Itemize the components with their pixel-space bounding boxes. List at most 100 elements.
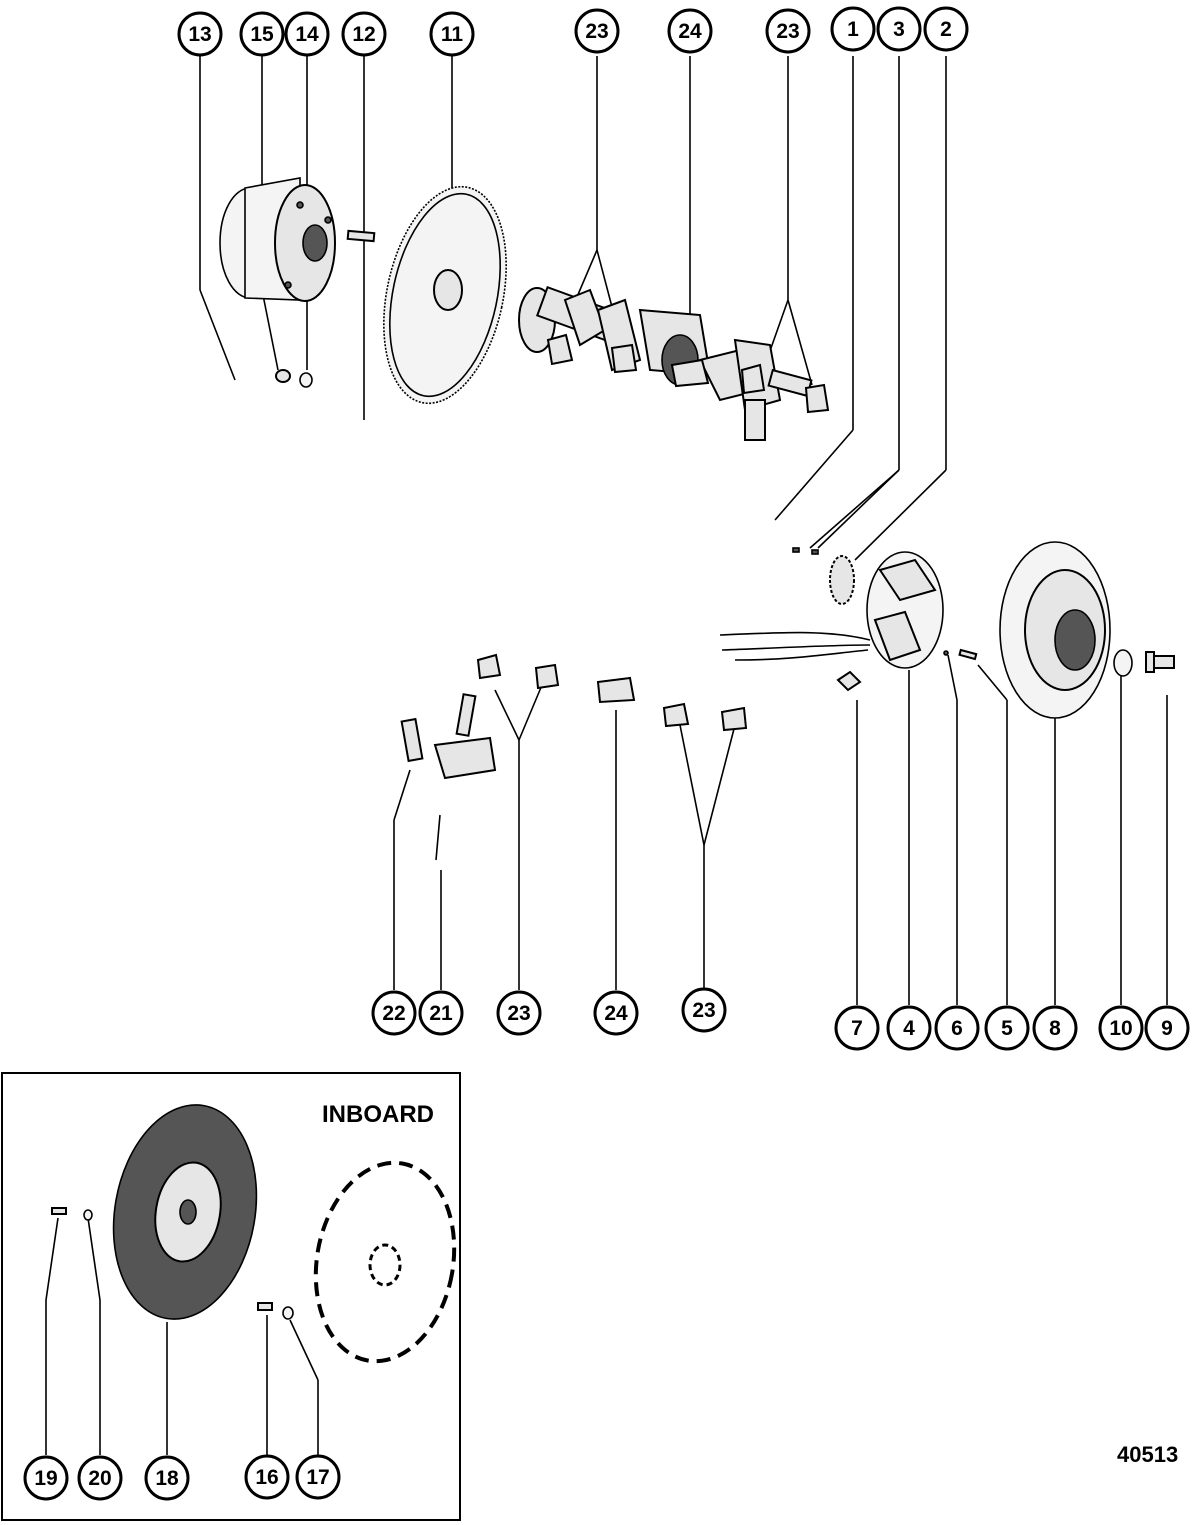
callout-circle	[1144, 1005, 1190, 1051]
lower-bearing-inserts	[476, 653, 748, 732]
nut-and-washer-parts	[275, 369, 313, 388]
bolt-and-washer-parts-inset	[51, 1207, 93, 1221]
callout-8: 8	[1032, 1005, 1078, 1051]
callout-22: 22	[371, 990, 417, 1036]
callout-number: 16	[255, 1466, 278, 1489]
pin-parts	[943, 648, 978, 661]
leader-lines	[45, 56, 1168, 1455]
flywheel-part	[383, 185, 507, 405]
callout-5: 5	[984, 1005, 1030, 1051]
flywheel-outline-part	[313, 1160, 457, 1364]
callout-circle	[177, 11, 223, 57]
inboard-inset: INBOARD	[1, 1072, 461, 1521]
callout-circle	[984, 1005, 1030, 1051]
callout-number: 9	[1161, 1017, 1173, 1040]
callout-circle	[574, 8, 620, 54]
callout-6: 6	[934, 1005, 980, 1051]
callout-19: 19	[23, 1455, 69, 1501]
callout-circle	[886, 1005, 932, 1051]
callout-number: 18	[155, 1467, 179, 1490]
callout-number: 23	[692, 999, 715, 1022]
callout-circle	[144, 1455, 190, 1501]
callout-23: 23	[681, 987, 727, 1033]
callout-circle	[1032, 1005, 1078, 1051]
callout-number: 15	[250, 23, 274, 46]
callout-number: 19	[34, 1467, 57, 1490]
crankshaft-part	[518, 285, 813, 441]
screw-and-washer-parts-inset	[257, 1302, 294, 1320]
callout-number: 23	[776, 20, 799, 43]
callout-circle	[934, 1005, 980, 1051]
callout-2: 2	[923, 6, 969, 52]
callout-number: 13	[188, 23, 211, 46]
callout-circle	[77, 1455, 123, 1501]
callout-number: 8	[1049, 1017, 1061, 1040]
dowel-pin-part	[346, 229, 376, 243]
callout-circle	[681, 987, 727, 1033]
callout-number: 12	[352, 23, 375, 46]
upper-bearing-inserts	[546, 333, 830, 414]
callout-number: 11	[441, 23, 464, 46]
callout-23: 23	[574, 8, 620, 54]
callout-circle	[341, 11, 387, 57]
callout-number: 5	[1001, 1017, 1013, 1040]
inset-frame	[1, 1072, 461, 1521]
clutch-disc-part	[112, 1104, 258, 1320]
callout-circle	[834, 1005, 880, 1051]
callout-13: 13	[177, 11, 223, 57]
callout-circle	[765, 8, 811, 54]
callout-12: 12	[341, 11, 387, 57]
callout-circle	[371, 990, 417, 1036]
callout-number: 23	[585, 20, 608, 43]
callout-circle	[429, 11, 475, 57]
callout-23: 23	[765, 8, 811, 54]
document-number: 40513	[1117, 1442, 1178, 1467]
callout-circle	[284, 11, 330, 57]
callout-23: 23	[496, 990, 542, 1036]
washer-and-bolt-parts	[1113, 649, 1175, 677]
callout-7: 7	[834, 1005, 880, 1051]
callout-number: 6	[951, 1017, 963, 1040]
timing-gear-part	[829, 555, 855, 605]
coupler-housing-part	[219, 177, 336, 302]
callout-number: 21	[429, 1002, 453, 1025]
callout-16: 16	[244, 1454, 290, 1500]
callout-circle	[667, 8, 713, 54]
callout-circle	[244, 1454, 290, 1500]
callout-number: 17	[306, 1466, 329, 1489]
callout-number: 10	[1109, 1017, 1132, 1040]
callout-circle	[418, 990, 464, 1036]
harmonic-balancer-part	[999, 541, 1111, 719]
callout-number: 3	[893, 18, 905, 41]
callout-4: 4	[886, 1005, 932, 1051]
callout-circle	[23, 1455, 69, 1501]
callout-number: 4	[903, 1017, 915, 1040]
inset-title: INBOARD	[322, 1101, 434, 1128]
callout-9: 9	[1144, 1005, 1190, 1051]
callout-24: 24	[593, 990, 639, 1036]
callout-17: 17	[295, 1454, 341, 1500]
callout-number: 20	[88, 1467, 111, 1490]
rear-seal-retainer-part	[400, 693, 497, 861]
callout-24: 24	[667, 8, 713, 54]
callout-number: 24	[678, 20, 702, 43]
callout-11: 11	[429, 11, 475, 57]
callout-number: 2	[940, 18, 952, 41]
callout-number: 14	[295, 23, 319, 46]
callout-number: 22	[382, 1002, 405, 1025]
callout-circle	[239, 11, 285, 57]
callout-3: 3	[876, 6, 922, 52]
callout-1: 1	[830, 6, 876, 52]
callout-number: 7	[851, 1017, 863, 1040]
bearing-insert-part-7	[836, 670, 862, 692]
stator-assembly-part	[719, 551, 944, 669]
callout-circle	[830, 6, 876, 52]
callout-21: 21	[418, 990, 464, 1036]
callout-circle	[593, 990, 639, 1036]
callout-circle	[295, 1454, 341, 1500]
callout-14: 14	[284, 11, 330, 57]
callout-number: 24	[604, 1002, 628, 1025]
callout-circle	[496, 990, 542, 1036]
